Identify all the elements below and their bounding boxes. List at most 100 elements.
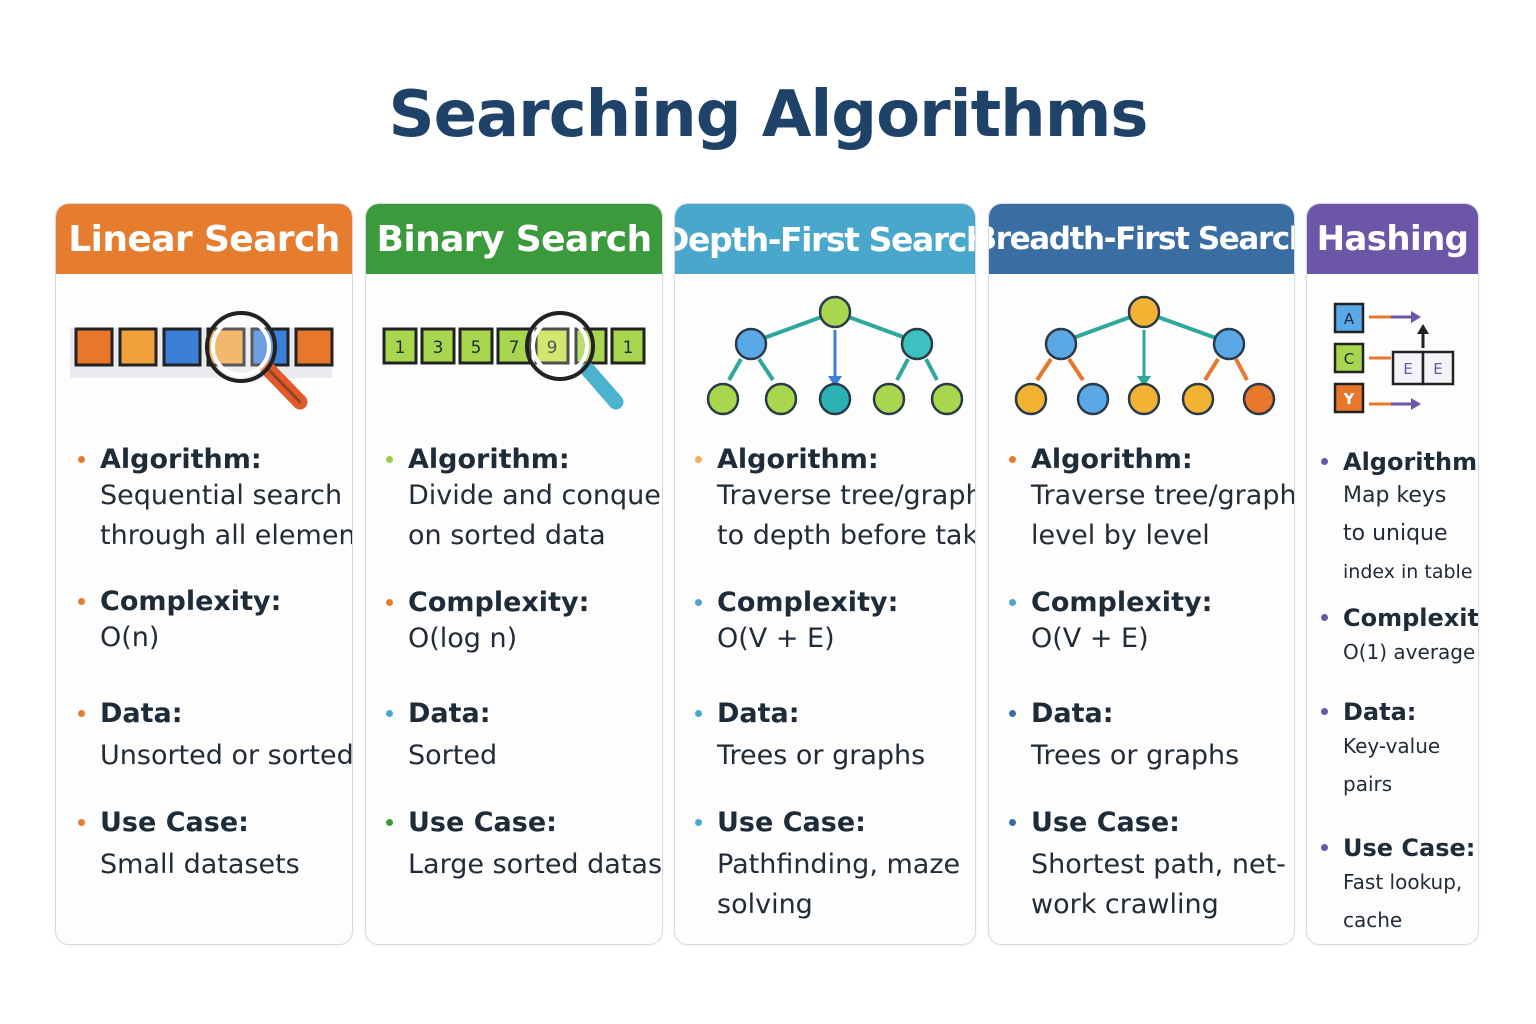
algorithm-line: Divide and conquer	[408, 480, 663, 511]
complexity-value: O(log n)	[408, 623, 518, 654]
card-title: Hashing	[1316, 219, 1469, 259]
card-binary-search: Binary Search 1 3 5 7 9 1 Algorithm: Div…	[365, 203, 663, 945]
usecase-item: Use Case: Fast lookup, cache	[1321, 834, 1475, 938]
algorithm-line: through all elements	[100, 520, 353, 551]
tree-node	[1076, 382, 1110, 416]
complexity-item: Complexity: O(1) average	[1321, 604, 1479, 670]
array-cell	[458, 327, 494, 365]
tree-node	[1014, 382, 1048, 416]
bucket-label: E	[1433, 360, 1442, 378]
usecase-item: Use Case: Large sorted datasets	[386, 807, 663, 884]
complexity-label: Complexity:	[100, 586, 282, 617]
usecase-item: Use Case: Small datasets	[78, 807, 300, 884]
card-hashing: Hashing A C Y E E Algorithm: Map keys	[1306, 203, 1479, 945]
tree-node	[818, 295, 852, 329]
usecase-line: Pathfinding, maze	[717, 849, 961, 880]
usecase-label: Use Case:	[717, 807, 866, 838]
card-linear-search: Linear Search Algorithm: Sequential sear…	[55, 203, 353, 945]
tree-node	[1127, 382, 1161, 416]
tree-node	[930, 382, 964, 416]
card-breadth-first-search: Breadth-First Search Algorithm: Traverse…	[988, 203, 1295, 945]
key-box	[1333, 342, 1365, 374]
array-value: 7	[509, 338, 520, 358]
usecase-value: Large sorted datasets	[408, 849, 663, 880]
card-header-linear-search: Linear Search	[56, 204, 352, 274]
complexity-value: O(1) average	[1343, 640, 1476, 664]
array-value: 3	[433, 338, 444, 358]
card-title: Depth-First Search	[674, 219, 976, 259]
data-line: Key-value	[1343, 734, 1441, 758]
bucket-box	[1421, 350, 1455, 386]
algorithm-line: Traverse tree/graph	[1031, 480, 1295, 511]
complexity-item: Complexity: O(V + E)	[1009, 587, 1212, 658]
algorithm-label: Algorithm:	[717, 444, 879, 475]
array-cell	[610, 327, 646, 365]
key-label: C	[1344, 350, 1354, 368]
data-value: Sorted	[408, 740, 498, 771]
bucket-label: E	[1403, 360, 1412, 378]
data-label: Data:	[1343, 698, 1417, 726]
complexity-label: Complexity:	[717, 587, 899, 618]
array-cell	[162, 327, 202, 367]
tree-node	[764, 382, 798, 416]
complexity-label: Complexity:	[1343, 604, 1479, 632]
algorithm-line: Map keys	[1343, 483, 1447, 508]
complexity-value: O(V + E)	[717, 623, 835, 654]
algorithm-item: Algorithm: Divide and conquer on sorted …	[386, 444, 663, 555]
tree-node	[1242, 382, 1276, 416]
array-cell	[496, 327, 532, 365]
usecase-label: Use Case:	[100, 807, 249, 838]
complexity-item: Complexity: O(n)	[78, 586, 281, 657]
algorithm-label: Algorithm:	[100, 444, 262, 475]
complexity-item: Complexity: O(V + E)	[695, 587, 898, 658]
data-label: Data:	[1031, 698, 1114, 729]
algorithm-line: on sorted data	[408, 520, 606, 551]
usecase-value: Small datasets	[100, 849, 300, 880]
linear-search-illustration	[70, 311, 334, 410]
usecase-label: Use Case:	[1031, 807, 1180, 838]
card-header-binary-search: Binary Search	[366, 204, 662, 274]
algorithm-line: to depth before tak-	[717, 520, 976, 551]
hash-table-illustration: A C Y E E	[1333, 302, 1455, 414]
key-box	[1333, 302, 1365, 334]
card-depth-first-search: Depth-First Search Algorithm: Traverse t…	[674, 203, 976, 945]
usecase-label: Use Case:	[408, 807, 557, 838]
data-item: Data: Trees or graphs	[1009, 698, 1239, 775]
magnifier-icon	[205, 311, 308, 410]
card-title: Linear Search	[68, 218, 340, 260]
data-item: Data: Key-value pairs	[1321, 698, 1440, 802]
algorithm-label: Algorithm:	[408, 444, 570, 475]
algorithm-line: to unique	[1343, 521, 1448, 546]
tree-node	[818, 382, 852, 416]
tree-node	[706, 382, 740, 416]
usecase-item: Use Case: Shortest path, net- work crawl…	[1009, 807, 1286, 924]
key-label: A	[1344, 310, 1355, 328]
data-value: Trees or graphs	[1031, 740, 1240, 771]
array-cell	[74, 327, 114, 367]
array-value: 9	[547, 338, 558, 358]
algorithm-line: level by level	[1031, 520, 1210, 551]
array-cell	[382, 327, 418, 365]
complexity-label: Complexity:	[1031, 587, 1213, 618]
bfs-tree-illustration	[1014, 295, 1276, 416]
array-cell	[534, 327, 570, 365]
algorithm-label: Algorithm:	[1031, 444, 1193, 475]
algorithm-item: Algorithm: Sequential search through all…	[78, 444, 353, 555]
algorithm-item: Algorithm: Traverse tree/graph to depth …	[695, 444, 976, 555]
card-title: Breadth-First Search	[988, 221, 1295, 257]
data-label: Data:	[717, 698, 800, 729]
dfs-tree-illustration	[706, 295, 964, 416]
array-cell	[294, 327, 334, 367]
tree-node	[734, 327, 768, 361]
algorithm-label: Algorithm:	[1343, 448, 1479, 476]
usecase-line: work crawling	[1031, 889, 1219, 920]
data-value: Trees or graphs	[717, 740, 926, 771]
tree-node	[1181, 382, 1215, 416]
card-title: Binary Search	[376, 218, 652, 260]
algorithm-line: index in table	[1343, 561, 1473, 583]
array-value: 1	[395, 338, 406, 358]
complexity-label: Complexity:	[408, 587, 590, 618]
complexity-value: O(V + E)	[1031, 623, 1149, 654]
complexity-item: Complexity: O(log n)	[386, 587, 589, 658]
data-item: Data: Unsorted or sorted	[78, 698, 352, 775]
